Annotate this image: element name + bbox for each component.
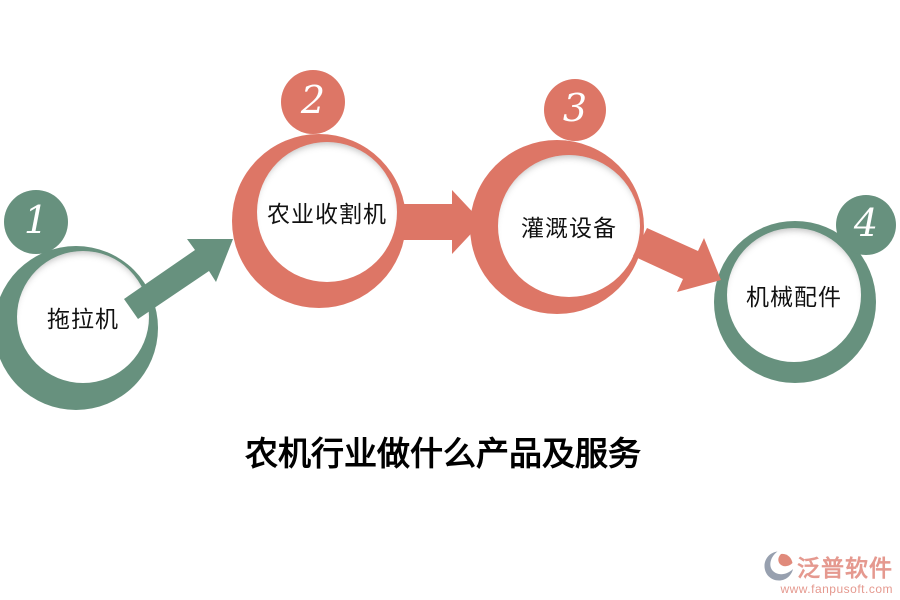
node-number-3: 3: [562, 86, 588, 130]
logo-leaf-salmon: [778, 553, 793, 567]
node-inner-3: 灌溉设备: [498, 155, 640, 297]
logo-swoosh-gray: [764, 551, 793, 581]
fanpu-logo-icon: [764, 551, 793, 581]
node-ring-2: 农业收割机: [232, 134, 406, 308]
node-number-4: 4: [853, 201, 879, 245]
brand-watermark: 泛普软件 www.fanpusoft.com: [764, 549, 893, 596]
node-label-4: 机械配件: [746, 285, 842, 310]
node-number-2: 2: [300, 78, 326, 122]
node-label-3: 灌溉设备: [521, 216, 617, 241]
node-badge-3: 3: [544, 79, 606, 141]
page-title: 农机行业做什么产品及服务: [245, 437, 641, 473]
node-badge-4: 4: [836, 195, 896, 255]
node-label-2: 农业收割机: [267, 202, 387, 227]
node-badge-1: 1: [4, 190, 68, 254]
node-number-1: 1: [23, 198, 49, 242]
node-ring-3: 灌溉设备: [470, 140, 644, 314]
node-inner-4: 机械配件: [727, 228, 861, 362]
node-inner-2: 农业收割机: [257, 142, 397, 282]
brand-row: 泛普软件: [764, 549, 893, 583]
brand-url: www.fanpusoft.com: [780, 582, 893, 596]
node-ring-4: 机械配件: [714, 221, 876, 383]
node-label-1: 拖拉机: [47, 307, 119, 332]
brand-name: 泛普软件: [797, 555, 893, 581]
node-badge-2: 2: [281, 70, 345, 134]
